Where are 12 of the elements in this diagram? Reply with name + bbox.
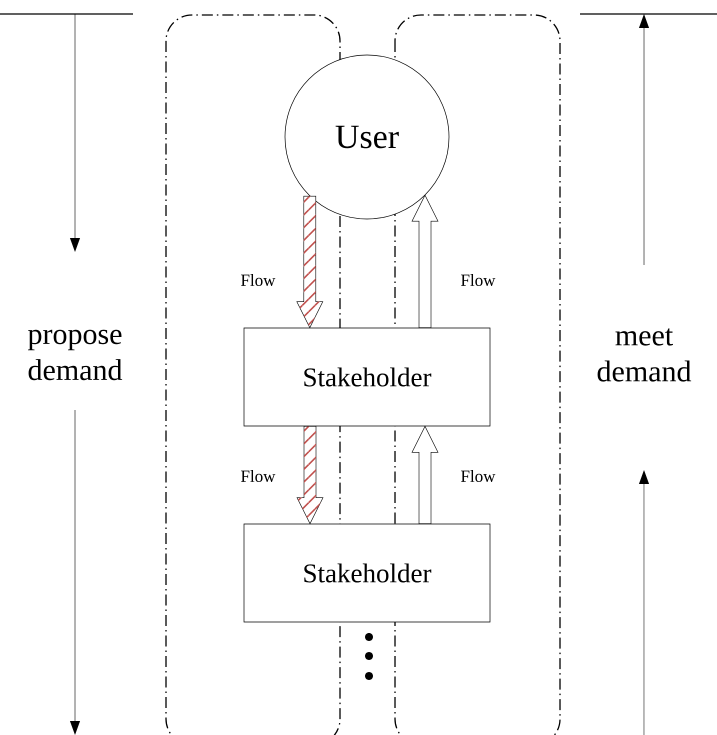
flow-arrow bbox=[412, 426, 438, 524]
flow-arrow bbox=[296, 196, 324, 328]
edge-label: Flow bbox=[241, 274, 276, 286]
side-label: meet demand bbox=[598, 328, 692, 382]
edge-label: Flow bbox=[461, 274, 496, 286]
side-label: propose demand bbox=[28, 330, 122, 380]
edge-label: Flow bbox=[241, 470, 276, 482]
process-box: Stakeholder bbox=[244, 328, 490, 426]
flow-arrow bbox=[412, 194, 438, 328]
flow-arrow bbox=[296, 426, 324, 524]
edge-label: Flow bbox=[461, 470, 496, 482]
process-box: Stakeholder bbox=[244, 524, 490, 622]
